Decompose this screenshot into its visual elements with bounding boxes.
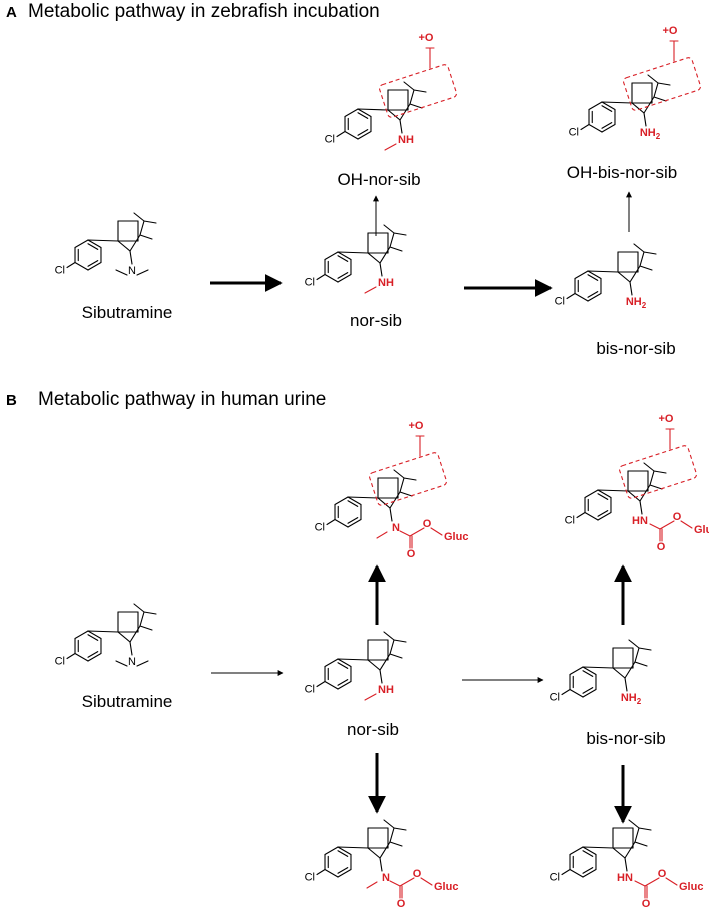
structure-a-nor-sib: Cl NH [305, 224, 407, 294]
chlorine-atom: Cl [55, 265, 65, 277]
label-b-sibutramine: Sibutramine [82, 692, 173, 711]
chlorine-atom: Cl [55, 656, 65, 668]
carbonyl-oxygen: O [657, 541, 666, 553]
chlorine-atom: Cl [305, 684, 315, 696]
label-a-bis-nor-sib: bis-nor-sib [596, 339, 675, 358]
carbonyl-oxygen: O [407, 548, 416, 560]
ester-oxygen: O [658, 868, 667, 880]
amine-n: NH2 [640, 127, 661, 141]
label-a-oh-nor-sib: OH-nor-sib [337, 170, 420, 189]
structure-b-nor-sib: Cl NH [305, 631, 407, 701]
hydroxylation-region [622, 57, 702, 111]
chlorine-atom: Cl [550, 872, 560, 884]
ester-oxygen: O [673, 511, 682, 523]
chlorine-atom: Cl [325, 134, 335, 146]
chlorine-atom: Cl [305, 277, 315, 289]
structure-b-oh-nor-sib-gluc: Cl N O O Gluc +O [315, 420, 469, 560]
chlorine-atom: Cl [315, 522, 325, 534]
structure-a-sibutramine: Cl N [55, 212, 157, 277]
label-a-oh-bis-nor-sib: OH-bis-nor-sib [567, 163, 678, 182]
structure-b-bis-nor-sib: Cl NH2 [550, 639, 652, 706]
glucuronide-label: Gluc [434, 881, 458, 893]
structure-a-oh-nor-sib: Cl NH +O [325, 32, 458, 151]
amine-n: N [128, 265, 136, 277]
glucuronide-label: Gluc [694, 524, 709, 536]
plus-oxygen-label: +O [419, 32, 434, 44]
label-a-nor-sib: nor-sib [350, 311, 402, 330]
chlorine-atom: Cl [555, 296, 565, 308]
plus-oxygen-label: +O [663, 25, 678, 37]
amine-n: NH [398, 134, 414, 146]
amine-n: NH2 [621, 692, 642, 706]
panel-b-letter: B [6, 392, 17, 409]
ester-oxygen: O [423, 518, 432, 530]
panel-a-letter: A [6, 4, 17, 21]
amine-n: NH [378, 277, 394, 289]
amine-n: N [392, 522, 400, 534]
amine-n: HN [617, 872, 633, 884]
hydroxylation-region [378, 64, 458, 118]
chlorine-atom: Cl [305, 872, 315, 884]
panel-b-title: Metabolic pathway in human urine [38, 389, 326, 410]
structure-b-sibutramine: Cl N [55, 603, 157, 668]
ester-oxygen: O [413, 868, 422, 880]
chlorine-atom: Cl [550, 692, 560, 704]
panel-a-title: Metabolic pathway in zebrafish incubatio… [28, 1, 380, 22]
amine-n: N [128, 656, 136, 668]
plus-oxygen-label: +O [659, 413, 674, 425]
structure-b-bis-nor-sib-gluc: Cl HN O O Gluc [550, 819, 703, 910]
structure-a-bis-nor-sib: Cl NH2 [555, 243, 657, 310]
structure-b-oh-bis-nor-sib-gluc: Cl HN O O Gluc +O [565, 413, 709, 553]
chlorine-atom: Cl [569, 127, 579, 139]
chlorine-atom: Cl [565, 515, 575, 527]
plus-oxygen-label: +O [409, 420, 424, 432]
amine-n: NH [378, 684, 394, 696]
label-a-sibutramine: Sibutramine [82, 303, 173, 322]
label-b-nor-sib: nor-sib [347, 720, 399, 739]
glucuronide-label: Gluc [679, 881, 703, 893]
label-b-bis-nor-sib: bis-nor-sib [586, 729, 665, 748]
amine-n: N [382, 872, 390, 884]
glucuronide-label: Gluc [444, 531, 468, 543]
carbonyl-oxygen: O [397, 898, 406, 910]
carbonyl-oxygen: O [642, 898, 651, 910]
structure-b-nor-sib-gluc: Cl N O O Gluc [305, 819, 458, 910]
hydroxylation-region [618, 445, 698, 499]
amine-n: NH2 [626, 296, 647, 310]
structure-a-oh-bis-nor-sib: Cl NH2 +O [569, 25, 702, 141]
hydroxylation-region [368, 452, 448, 506]
amine-n: HN [632, 515, 648, 527]
